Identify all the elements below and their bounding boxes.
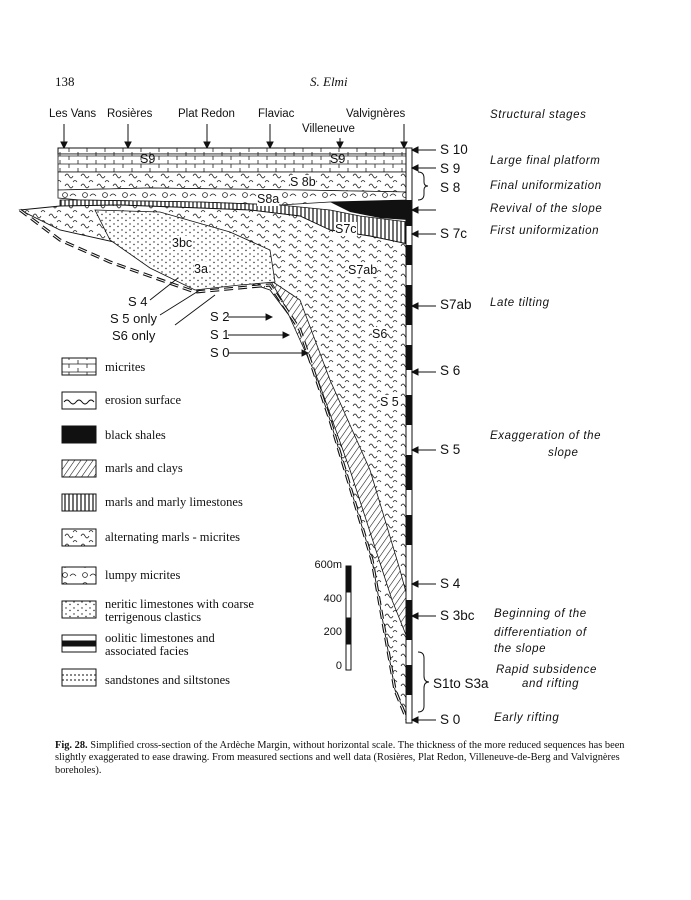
- caption-text: Simplified cross-section of the Ardèche …: [55, 740, 625, 776]
- seq-label-s4: S 4: [440, 576, 460, 591]
- section-label-s5: S 5: [380, 395, 399, 409]
- scale-0: 0: [302, 660, 342, 672]
- legend-oolitic: oolitic limestones and associated facies: [105, 632, 245, 658]
- stage-exaggeration-2: slope: [548, 447, 579, 459]
- seq-label-s8: S 8: [440, 180, 460, 195]
- well-villeneuve: Villeneuve: [302, 123, 355, 135]
- well-les-vans: Les Vans: [49, 108, 96, 120]
- section-label-s9a: S9: [140, 152, 155, 166]
- legend-marly-limestones: marls and marly limestones: [105, 496, 305, 509]
- seq-label-s7c: S 7c: [440, 226, 467, 241]
- section-label-s7ab: S7ab: [348, 263, 377, 277]
- section-label-s5-only: S 5 only: [110, 311, 157, 326]
- well-plat-redon: Plat Redon: [178, 108, 235, 120]
- well-flaviac: Flaviac: [258, 108, 294, 120]
- stage-large-final-platform: Large final platform: [490, 155, 600, 167]
- seq-label-s5: S 5: [440, 442, 460, 457]
- section-label-s6: S6: [372, 327, 387, 341]
- seq-label-s6: S 6: [440, 363, 460, 378]
- borehole-arrows: [61, 124, 407, 148]
- section-label-s6-only: S6 only: [112, 328, 155, 343]
- stage-heading: Structural stages: [490, 109, 587, 121]
- seq-label-s3bc: S 3bc: [440, 608, 475, 623]
- legend-swatches: [62, 358, 96, 686]
- seq-label-s1-s3a: S1to S3a: [433, 676, 489, 691]
- legend-neritic: neritic limestones with coarse terrigeno…: [105, 598, 275, 624]
- section-label-s1: S 1: [210, 327, 230, 342]
- stage-beginning-3: the slope: [494, 643, 546, 655]
- legend-sandstones: sandstones and siltstones: [105, 674, 305, 687]
- stage-rapid-subsidence-2: and rifting: [522, 678, 579, 690]
- caption-label: Fig. 28.: [55, 740, 88, 751]
- legend-lumpy-micrites: lumpy micrites: [105, 569, 305, 582]
- section-label-3bc: 3bc: [172, 236, 192, 250]
- stage-beginning-2: differentiation of: [494, 627, 587, 639]
- section-label-s9b: S9: [330, 152, 345, 166]
- stage-beginning-1: Beginning of the: [494, 608, 587, 620]
- seq-label-s7ab: S7ab: [440, 297, 472, 312]
- section-label-s2: S 2: [210, 309, 230, 324]
- stage-revival-slope: Revival of the slope: [490, 203, 602, 215]
- section-label-s4: S 4: [128, 294, 148, 309]
- stage-early-rifting: Early rifting: [494, 712, 559, 724]
- scale-200: 200: [302, 626, 342, 638]
- section-label-s7c: S7c: [335, 222, 357, 236]
- stage-final-uniformization: Final uniformization: [490, 180, 602, 192]
- legend-black-shales: black shales: [105, 429, 305, 442]
- seq-label-s10: S 10: [440, 142, 468, 157]
- seq-label-s0: S 0: [440, 712, 460, 727]
- scale-400: 400: [302, 593, 342, 605]
- section-label-s8b: S 8b: [290, 175, 316, 189]
- section-label-s8a: S8a: [257, 192, 279, 206]
- legend-erosion-surface: erosion surface: [105, 394, 305, 407]
- stage-rapid-subsidence-1: Rapid subsidence: [496, 664, 597, 676]
- legend-micrites: micrites: [105, 361, 305, 374]
- stage-late-tilting: Late tilting: [490, 297, 550, 309]
- well-rosieres: Rosières: [107, 108, 152, 120]
- scale-600: 600m: [302, 559, 342, 571]
- legend-marls-clays: marls and clays: [105, 462, 305, 475]
- section-label-3a: 3a: [194, 262, 208, 276]
- figure-caption: Fig. 28. Simplified cross-section of the…: [55, 740, 645, 777]
- stage-first-uniformization: First uniformization: [490, 225, 599, 237]
- legend-alternating: alternating marls - micrites: [105, 531, 305, 544]
- seq-label-s9: S 9: [440, 161, 460, 176]
- well-valvigneres: Valvignères: [346, 108, 405, 120]
- stage-exaggeration-1: Exaggeration of the: [490, 430, 601, 442]
- section-label-s0: S 0: [210, 345, 230, 360]
